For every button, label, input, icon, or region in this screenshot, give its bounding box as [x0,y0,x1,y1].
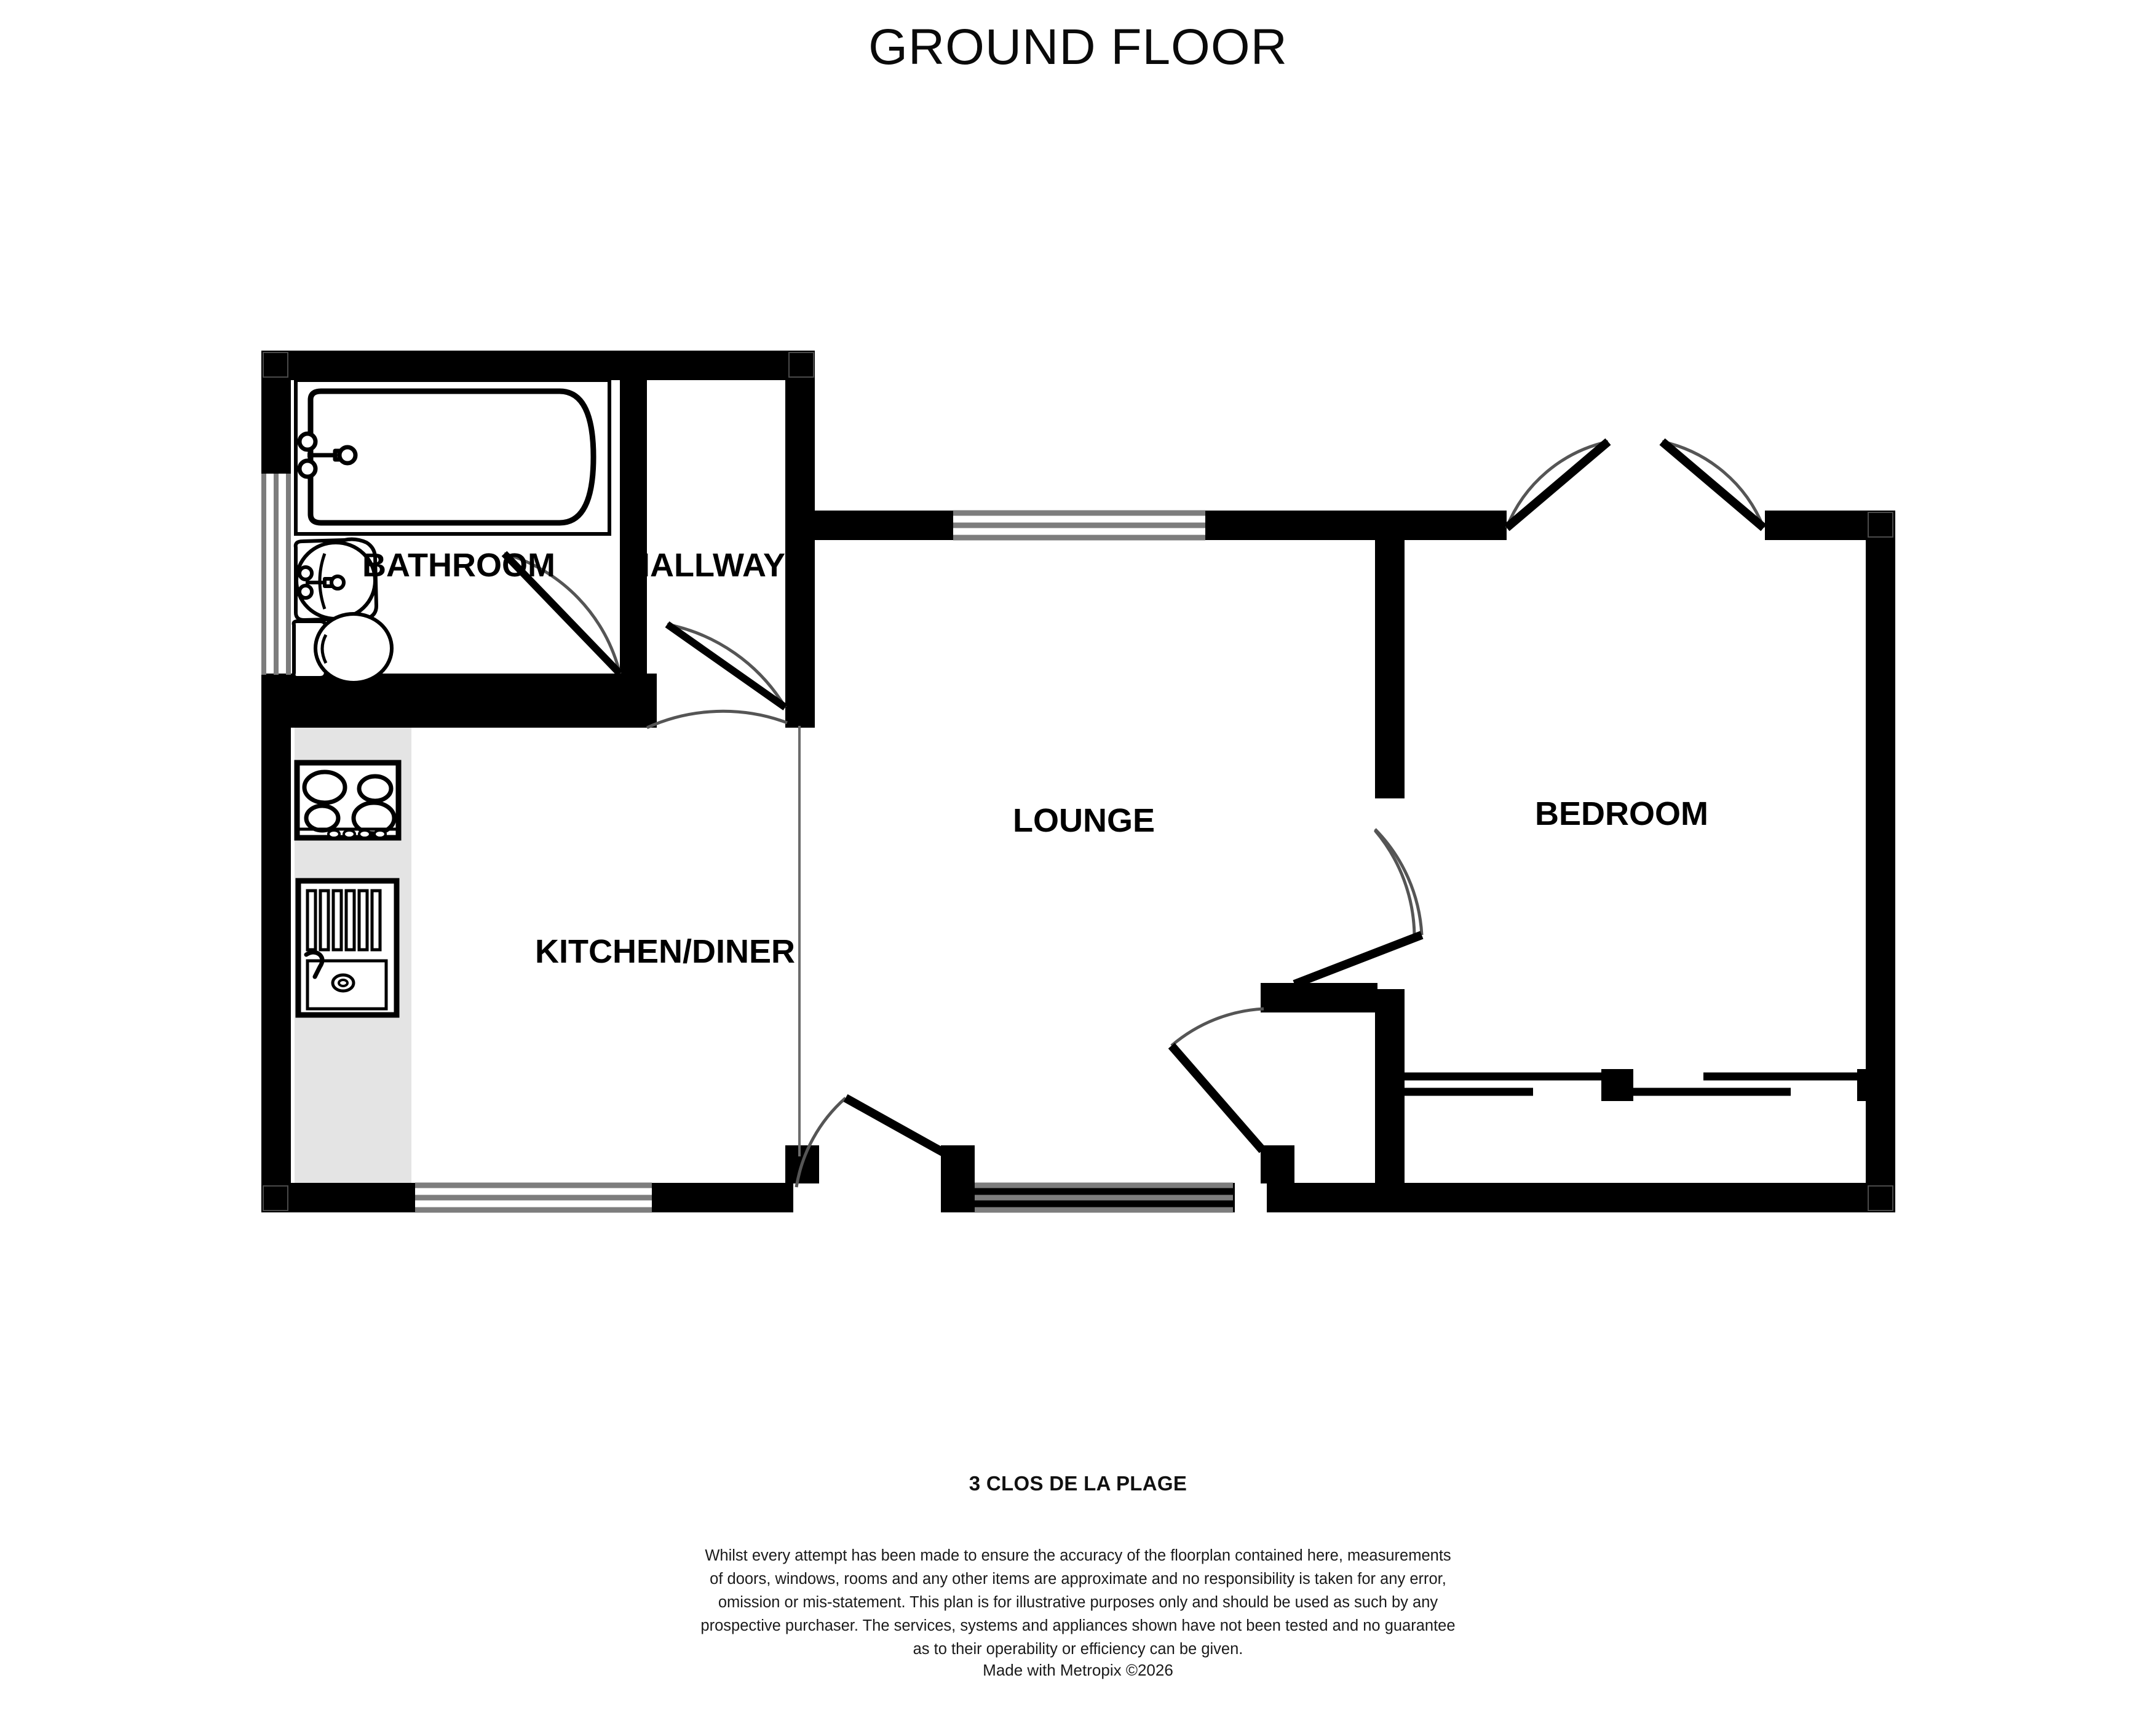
hallway-door[interactable] [665,621,788,710]
wash-basin [293,537,379,622]
room-label-bedroom: BEDROOM [1535,795,1708,832]
room-label-kitchen-diner: KITCHEN/DINER [535,933,796,970]
front-entrance-door[interactable] [1168,1007,1266,1153]
room-label-bathroom: BATHROOM [362,547,555,584]
disclaimer-line-2: of doors, windows, rooms and any other i… [710,1570,1446,1588]
lounge-window-top [953,510,1205,541]
kitchen-door[interactable] [795,1094,966,1188]
lounge-window-bottom [975,1182,1233,1213]
french-patio-doors[interactable] [1504,438,1767,531]
bathroom-door[interactable] [501,551,623,677]
room-label-lounge: LOUNGE [1013,802,1155,839]
disclaimer-line-3: omission or mis-statement. This plan is … [718,1594,1438,1611]
disclaimer-line-4: prospective purchaser. The services, sys… [700,1617,1456,1634]
disclaimer-text: Whilst every attempt has been made to en… [0,1544,2156,1661]
disclaimer-line-1: Whilst every attempt has been made to en… [705,1547,1451,1564]
property-address: 3 CLOS DE LA PLAGE [969,1472,1187,1495]
sliding-wardrobe [1397,1069,1871,1101]
toilet-wc [291,612,394,685]
kitchen-sink [295,878,400,1018]
cooker-hob [294,760,402,841]
wall-corner-hairlines [263,352,1893,1211]
kitchen-window [415,1182,652,1213]
disclaimer-line-5: as to their operability or efficiency ca… [913,1640,1243,1658]
metropix-credit: Made with Metropix ©2026 [983,1661,1173,1679]
bedroom-door[interactable] [1293,828,1424,988]
room-label-hallway: HALLWAY [626,547,786,584]
hallway-exit-door[interactable] [646,709,788,730]
exterior-walls [261,351,1895,1212]
page-title: GROUND FLOOR [868,19,1288,75]
bath-tub [294,378,611,536]
bathroom-window [261,474,291,675]
